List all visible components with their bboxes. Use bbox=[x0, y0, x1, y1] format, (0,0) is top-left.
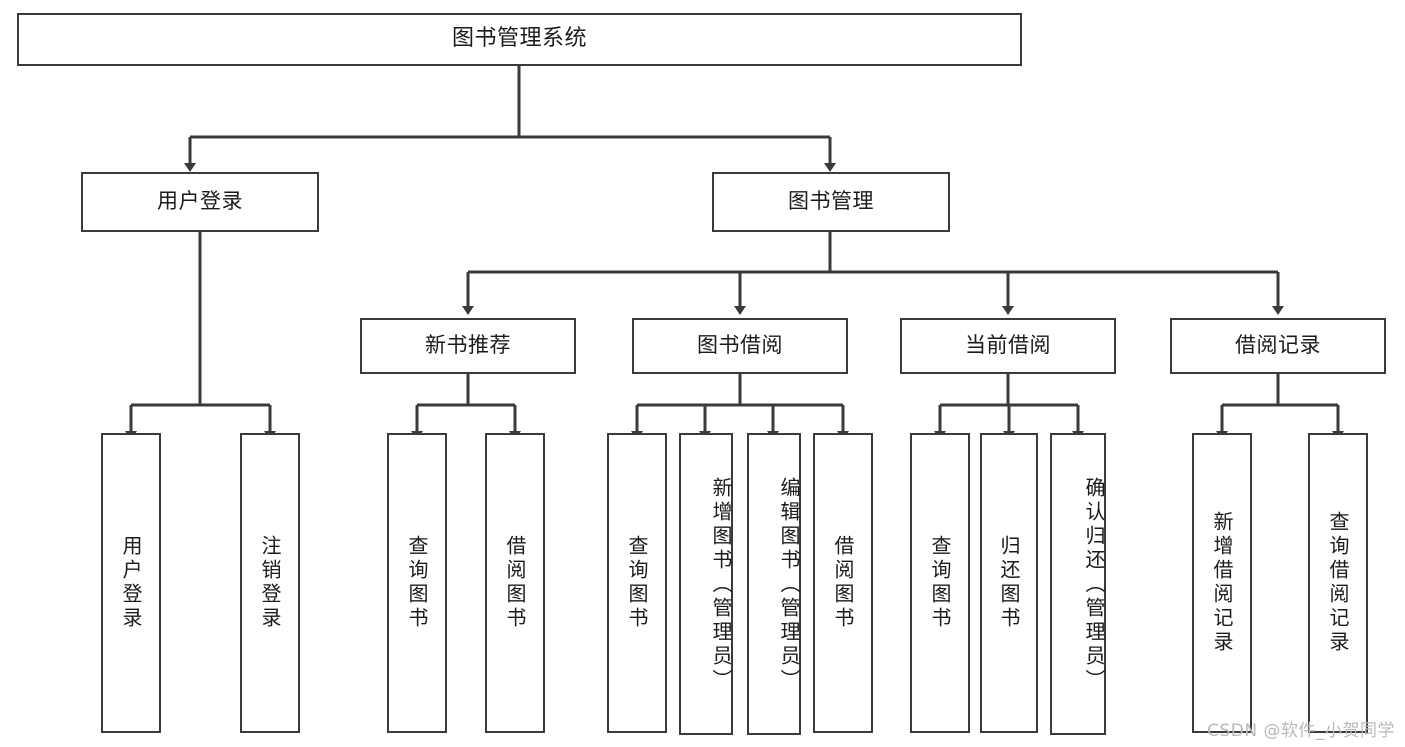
node-label: 归还图书 bbox=[997, 535, 1021, 631]
node-label: 确认归还（管理员） bbox=[1082, 477, 1106, 693]
leaf-newbook-query-book[interactable]: 查询图书 bbox=[387, 433, 447, 733]
leaf-record-query-record[interactable]: 查询借阅记录 bbox=[1308, 433, 1368, 733]
node-label: 新增图书（管理员） bbox=[709, 477, 733, 693]
leaf-user-logout[interactable]: 注销登录 bbox=[240, 433, 300, 733]
node-label: 注销登录 bbox=[258, 535, 282, 631]
node-book-management[interactable]: 图书管理 bbox=[712, 172, 950, 232]
leaf-current-confirm-return-admin[interactable]: 确认归还（管理员） bbox=[1050, 433, 1106, 735]
node-label: 借阅记录 bbox=[1235, 333, 1321, 358]
leaf-borrow-add-book-admin[interactable]: 新增图书（管理员） bbox=[679, 433, 733, 735]
node-label: 借阅图书 bbox=[831, 535, 855, 631]
node-new-book-recommend[interactable]: 新书推荐 bbox=[360, 318, 576, 374]
node-label: 编辑图书（管理员） bbox=[777, 477, 801, 693]
node-label: 新书推荐 bbox=[425, 333, 511, 358]
node-label: 用户登录 bbox=[157, 189, 243, 214]
leaf-borrow-edit-book-admin[interactable]: 编辑图书（管理员） bbox=[747, 433, 801, 735]
node-label: 查询借阅记录 bbox=[1326, 511, 1350, 655]
node-label: 当前借阅 bbox=[965, 333, 1051, 358]
node-root-system[interactable]: 图书管理系统 bbox=[17, 13, 1022, 66]
node-label: 查询图书 bbox=[928, 535, 952, 631]
node-label: 图书借阅 bbox=[697, 333, 783, 358]
node-borrow-record[interactable]: 借阅记录 bbox=[1170, 318, 1386, 374]
leaf-newbook-borrow-book[interactable]: 借阅图书 bbox=[485, 433, 545, 733]
leaf-record-add-record[interactable]: 新增借阅记录 bbox=[1192, 433, 1252, 733]
leaf-current-query-book[interactable]: 查询图书 bbox=[910, 433, 970, 733]
leaf-borrow-borrow-book[interactable]: 借阅图书 bbox=[813, 433, 873, 733]
node-label: 新增借阅记录 bbox=[1210, 511, 1234, 655]
node-book-borrow[interactable]: 图书借阅 bbox=[632, 318, 848, 374]
node-label: 用户登录 bbox=[119, 535, 143, 631]
node-label: 图书管理 bbox=[788, 189, 874, 214]
node-label: 借阅图书 bbox=[503, 535, 527, 631]
node-user-login[interactable]: 用户登录 bbox=[81, 172, 319, 232]
leaf-user-login[interactable]: 用户登录 bbox=[101, 433, 161, 733]
leaf-current-return-book[interactable]: 归还图书 bbox=[980, 433, 1038, 733]
node-label: 图书管理系统 bbox=[451, 26, 587, 52]
node-label: 查询图书 bbox=[625, 535, 649, 631]
node-label: 查询图书 bbox=[405, 535, 429, 631]
leaf-borrow-query-book[interactable]: 查询图书 bbox=[607, 433, 667, 733]
node-current-borrow[interactable]: 当前借阅 bbox=[900, 318, 1116, 374]
